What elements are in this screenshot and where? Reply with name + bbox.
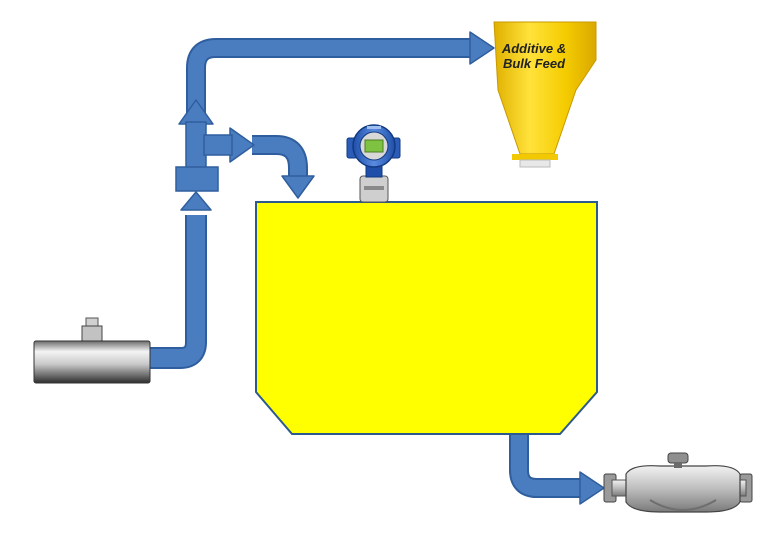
flow-splitter [175,121,233,192]
flow-arrows [178,31,605,505]
inlet-pipe [150,215,207,369]
pipe-network [150,38,582,498]
arrow-right-outlet [579,471,605,505]
hopper-label-line2: Bulk Feed [503,56,566,71]
additive-bulk-feed-hopper: Additive & Bulk Feed [493,21,597,168]
level-transmitter-icon [346,124,401,203]
inlet-flow-meter-icon [33,317,151,384]
arrow-down-tank [281,175,315,199]
process-tank [255,201,598,435]
arrow-right-branch [229,127,255,163]
arrow-up-riser [178,99,214,125]
arrow-up-inlet [180,191,212,211]
coriolis-flow-meter-icon [603,452,753,513]
outlet-pipe [509,434,582,498]
hopper-label-line1: Additive & [501,41,566,56]
hopper-feed-pipe [186,38,472,122]
tank-feed-pipe [252,135,308,178]
arrow-right-hopper [469,31,495,65]
